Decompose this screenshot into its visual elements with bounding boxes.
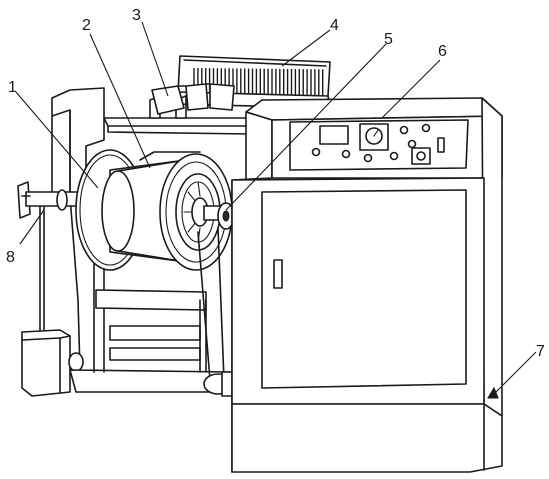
label-4: 4 <box>330 17 339 34</box>
right-flange-wheel <box>159 153 233 271</box>
hub <box>203 202 235 230</box>
label-7: 7 <box>536 343 545 360</box>
leader-lines <box>15 21 537 399</box>
guide-plates <box>151 83 235 115</box>
label-1: 1 <box>8 79 17 96</box>
display-window <box>319 125 349 145</box>
left-frame <box>21 87 233 397</box>
main-shaft <box>17 181 89 219</box>
label-6: 6 <box>438 43 447 60</box>
callout-labels: 1 2 3 4 5 6 7 8 <box>6 7 545 360</box>
comb-guide <box>175 55 331 109</box>
label-8: 8 <box>6 249 15 266</box>
label-3: 3 <box>132 7 141 24</box>
comb-teeth <box>193 68 324 96</box>
control-panel <box>289 119 469 171</box>
label-2: 2 <box>82 17 91 34</box>
label-5: 5 <box>384 31 393 48</box>
